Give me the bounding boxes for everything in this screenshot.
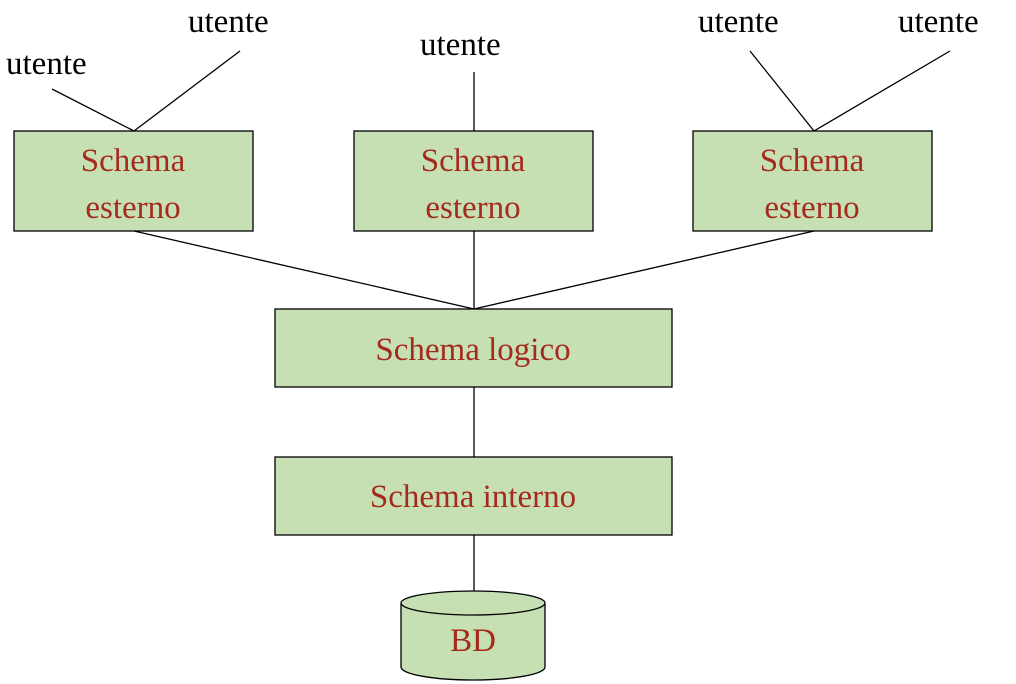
external-schema-label-1-line2: esterno [85, 190, 180, 226]
internal-schema-label: Schema interno [370, 479, 576, 515]
user-connectors [51, 50, 951, 132]
user-label-1: utente [6, 46, 87, 82]
logical-schema-rect [274, 308, 673, 388]
users: utente utente utente utente utente [6, 4, 979, 82]
external-schema-label-2-line1: Schema [421, 143, 526, 179]
user-label-5: utente [898, 4, 979, 40]
connector-user4-ext3 [749, 50, 815, 132]
database-top [400, 590, 546, 616]
connector-ext1-logico [133, 230, 475, 310]
external-schema-rect-1 [13, 130, 254, 232]
external-schema-label-3-line2: esterno [764, 190, 859, 226]
database-body [400, 603, 546, 681]
connector-user5-ext3 [813, 50, 951, 132]
internal-schema-rect [274, 456, 673, 536]
database-label: BD [450, 623, 496, 659]
logical-schema-box: Schema logico [274, 308, 673, 388]
user-label-4: utente [698, 4, 779, 40]
external-schema-box-3: Schema esterno [692, 130, 933, 232]
external-schema-label-2-line2: esterno [425, 190, 520, 226]
external-schema-label-3-line1: Schema [760, 143, 865, 179]
logical-schema-label: Schema logico [375, 332, 570, 368]
internal-schema-box: Schema interno [274, 456, 673, 536]
connector-ext3-logico [473, 230, 815, 310]
external-schema-rect-2 [353, 130, 594, 232]
external-schema-rect-3 [692, 130, 933, 232]
connector-user1-ext1 [51, 88, 135, 132]
external-schema-label-1-line1: Schema [81, 143, 186, 179]
connector-user2-ext1 [133, 50, 241, 132]
external-schema-box-1: Schema esterno [13, 130, 254, 232]
database-cylinder: BD [400, 590, 546, 681]
schema-connectors [133, 230, 815, 592]
external-schema-box-2: Schema esterno [353, 130, 594, 232]
user-label-3: utente [420, 27, 501, 63]
user-label-2: utente [188, 4, 269, 40]
